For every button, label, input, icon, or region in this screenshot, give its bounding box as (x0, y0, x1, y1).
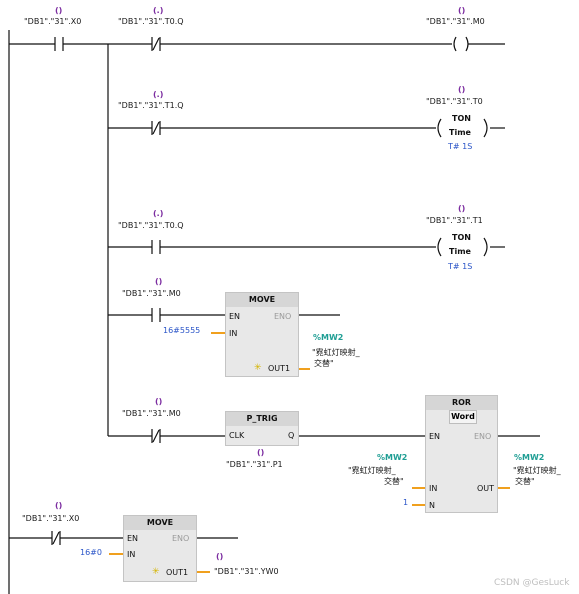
pin-out1: OUT1 (268, 364, 291, 373)
contact-x0-operand[interactable]: "DB1"."31".X0 (24, 17, 82, 26)
ror-out-symbol-line2: 交替" (515, 477, 535, 486)
ror-type-selector[interactable]: Word (449, 410, 477, 424)
operand-marker: () (257, 448, 265, 457)
coil-m0[interactable] (450, 36, 472, 52)
block-title: MOVE (226, 293, 298, 307)
ton-label: TON (452, 233, 471, 242)
p-trig-bit-operand[interactable]: "DB1"."31".P1 (226, 460, 283, 469)
pin-out1: OUT1 (166, 568, 189, 577)
nc-slash (152, 37, 160, 51)
ton-t1-right (483, 237, 488, 257)
contact-nc-m0[interactable] (147, 428, 165, 444)
add-output-icon[interactable]: ✳ (254, 363, 262, 373)
operand-marker: () (155, 277, 163, 286)
pin-q: Q (288, 431, 295, 440)
operand-marker: (.) (153, 209, 164, 218)
contact-t0q-operand[interactable]: "DB1"."31".T0.Q (118, 221, 184, 230)
contact-no-t0q[interactable] (147, 239, 165, 255)
pin-en: EN (429, 432, 441, 441)
block-title: ROR (426, 396, 497, 410)
operand-marker: () (55, 501, 63, 510)
ton-label: TON (452, 114, 471, 123)
pin-en: EN (229, 312, 241, 321)
operand-marker: () (458, 204, 466, 213)
contact-x0-operand[interactable]: "DB1"."31".X0 (22, 514, 80, 523)
operand-marker: () (458, 85, 466, 94)
block-title: P_TRIG (226, 412, 298, 426)
ror-block[interactable]: ROR Word EN ENO IN OUT N (425, 395, 498, 513)
contact-no-m0[interactable] (147, 307, 165, 323)
watermark: CSDN @GesLuck (494, 578, 570, 588)
block-title: MOVE (124, 516, 196, 530)
pin-eno: ENO (274, 312, 292, 321)
move-block[interactable]: MOVE EN ENO IN ✳ OUT1 (123, 515, 197, 582)
ror-n-value[interactable]: 1 (403, 498, 409, 507)
ton-t0-right (483, 118, 488, 138)
timer-t1-operand[interactable]: "DB1"."31".T1 (426, 216, 483, 225)
operand-marker: (.) (153, 90, 164, 99)
operand-marker: () (55, 6, 63, 15)
pin-n: N (429, 501, 435, 510)
ror-in-symbol-line2: 交替" (384, 477, 404, 486)
pin-in: IN (127, 550, 136, 559)
contact-no-x0[interactable] (50, 36, 68, 52)
contact-nc-t1q[interactable] (147, 120, 165, 136)
operand-marker: (.) (153, 6, 164, 15)
pin-en: EN (127, 534, 139, 543)
operand-marker: () (155, 397, 163, 406)
ror-out-address[interactable]: %MW2 (514, 453, 545, 462)
time-label: Time (449, 247, 471, 256)
ror-out-symbol-line1: "霓虹灯映射_ (513, 466, 561, 475)
contact-nc-t0q[interactable] (147, 36, 165, 52)
pin-out: OUT (477, 484, 495, 493)
move-out-symbol-line1: "霓虹灯映射_ (312, 348, 360, 357)
contact-t1q-operand[interactable]: "DB1"."31".T1.Q (118, 101, 184, 110)
operand-marker: () (458, 6, 466, 15)
contact-m0-operand[interactable]: "DB1"."31".M0 (122, 289, 181, 298)
ton-t1-left (437, 237, 442, 257)
contact-m0-operand[interactable]: "DB1"."31".M0 (122, 409, 181, 418)
move-in-value[interactable]: 16#5555 (163, 326, 201, 335)
timer-preset[interactable]: T# 1S (448, 262, 473, 271)
pin-clk: CLK (229, 431, 245, 440)
move-out-operand[interactable]: "DB1"."31".YW0 (214, 567, 279, 576)
move-block[interactable]: MOVE EN ENO IN ✳ OUT1 (225, 292, 299, 377)
ton-t0-left (437, 118, 442, 138)
operand-marker: () (216, 552, 224, 561)
ror-in-address[interactable]: %MW2 (377, 453, 408, 462)
pin-in: IN (229, 329, 238, 338)
add-output-icon[interactable]: ✳ (152, 567, 160, 577)
move-out-address[interactable]: %MW2 (313, 333, 344, 342)
coil-m0-operand[interactable]: "DB1"."31".M0 (426, 17, 485, 26)
move-in-value[interactable]: 16#0 (80, 548, 102, 557)
timer-preset[interactable]: T# 1S (448, 142, 473, 151)
move-out-symbol-line2: 交替" (314, 359, 334, 368)
contact-t0q-operand[interactable]: "DB1"."31".T0.Q (118, 17, 184, 26)
time-label: Time (449, 128, 471, 137)
pin-in: IN (429, 484, 438, 493)
ror-in-symbol-line1: "霓虹灯映射_ (348, 466, 396, 475)
coil-m0-left (453, 36, 457, 52)
pin-eno: ENO (474, 432, 492, 441)
contact-nc-x0[interactable] (47, 530, 65, 546)
pin-eno: ENO (172, 534, 190, 543)
timer-t0-operand[interactable]: "DB1"."31".T0 (426, 97, 483, 106)
p-trig-block[interactable]: P_TRIG CLK Q (225, 411, 299, 446)
